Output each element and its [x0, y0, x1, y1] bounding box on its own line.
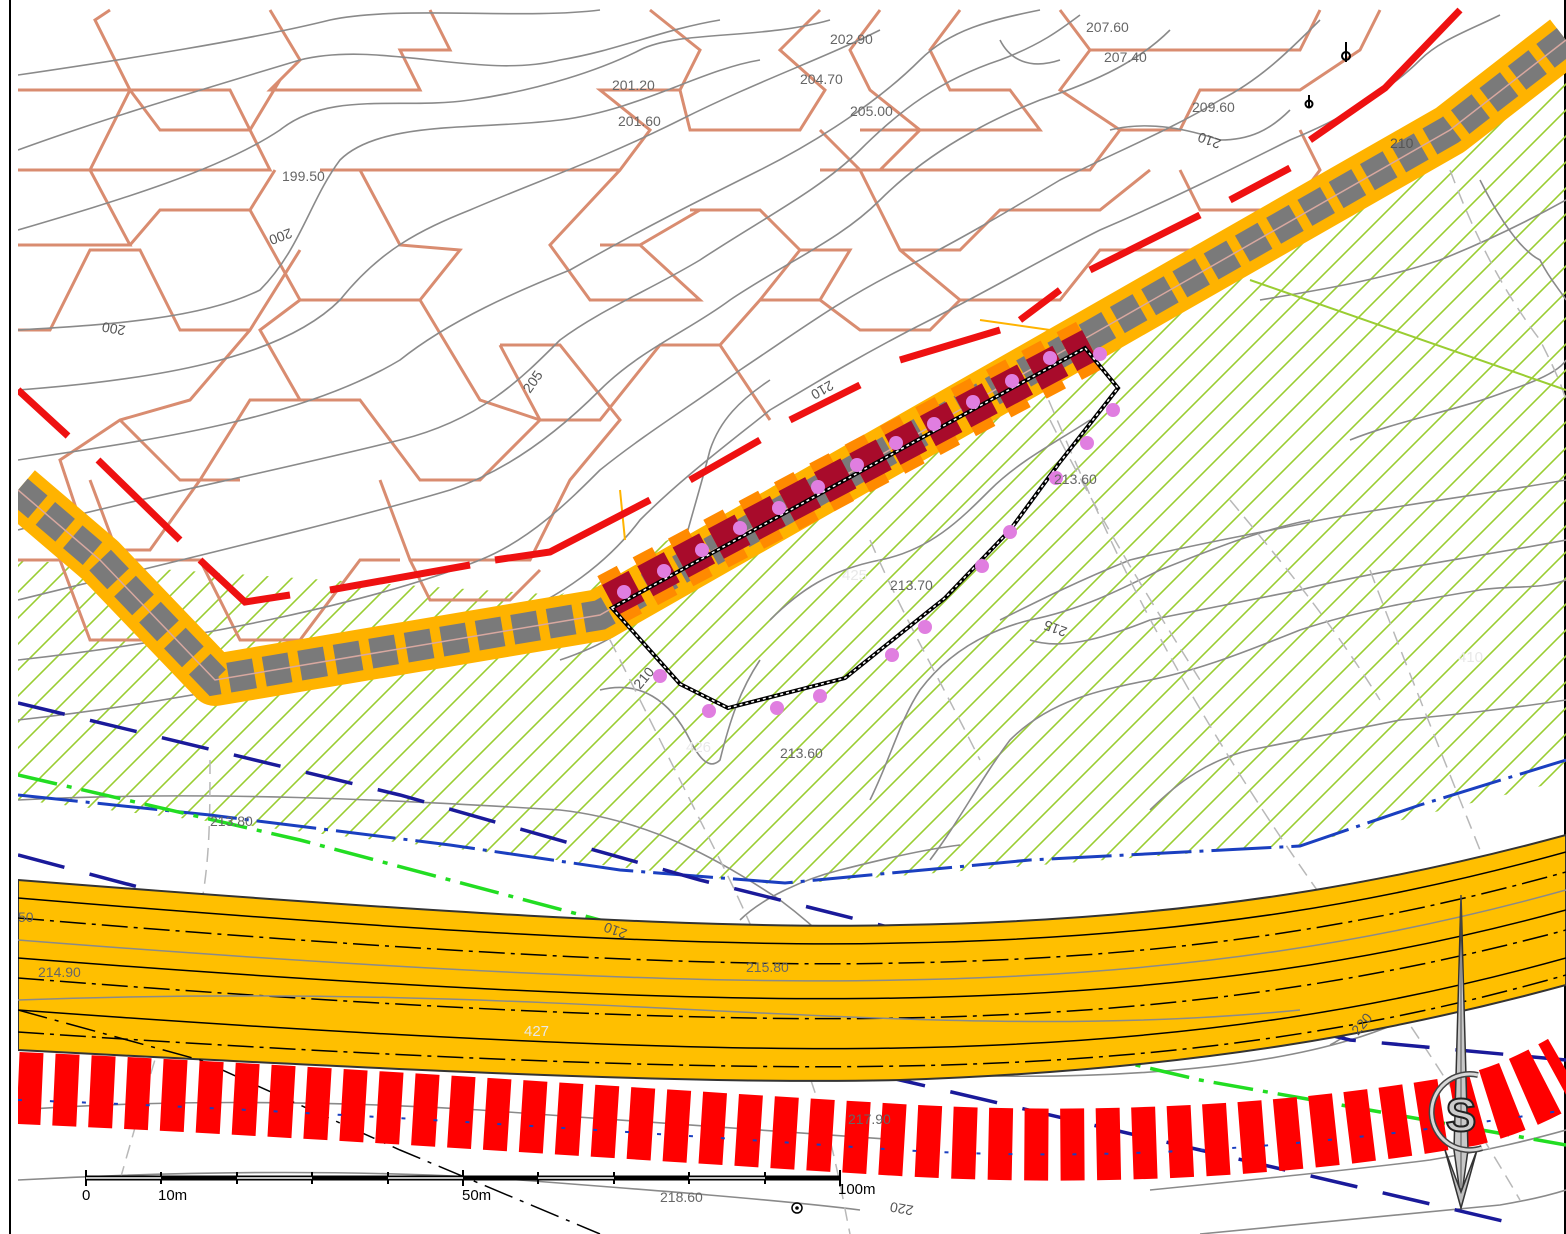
- hatch-line: [18, 70, 793, 885]
- hatch-line: [883, 70, 1566, 885]
- road: [18, 833, 1566, 1082]
- north-arrow-letter: S: [1446, 1089, 1477, 1141]
- contour-label: 200: [101, 319, 127, 339]
- hatch-line: [18, 70, 533, 885]
- scale-label-0: 0: [82, 1187, 90, 1204]
- spot-height: 213.60: [1054, 471, 1097, 487]
- black-dashdot-line: [18, 1009, 601, 1234]
- hatch-line: [909, 70, 1566, 885]
- hatch-line: [1143, 70, 1566, 885]
- hatch-line: [415, 70, 1417, 885]
- contour-label: 210: [1195, 129, 1223, 152]
- hatch-line: [649, 70, 1566, 885]
- hatch-line: [18, 70, 611, 885]
- hatch-line: [805, 70, 1566, 885]
- contour-label: 215: [1041, 617, 1069, 640]
- hatch-line: [1065, 70, 1566, 885]
- edge-fragment-label: 50: [18, 909, 34, 925]
- tree-symbol: [1304, 95, 1314, 109]
- hatch-line: [1117, 70, 1566, 885]
- spot-height: 217.90: [848, 1111, 891, 1127]
- spot-height: 213.80: [210, 813, 253, 829]
- hatch-line: [701, 70, 1566, 885]
- parcel-number: 426: [686, 739, 711, 756]
- contour-label: 210: [1390, 135, 1414, 151]
- contour-label: 200: [267, 225, 295, 248]
- hatch-line: [753, 70, 1566, 885]
- hatch-line: [18, 70, 871, 885]
- parcel-number: 427: [524, 1023, 549, 1040]
- spot-height: 204.70: [800, 71, 843, 87]
- railway: [18, 1038, 1566, 1181]
- hatch-line: [623, 70, 1566, 885]
- blue-dotted-line: [18, 1099, 1566, 1156]
- hatch-line: [779, 70, 1566, 885]
- hatch-line: [25, 70, 1027, 885]
- red-dashed-boundary: [18, 7, 1463, 606]
- spot-height: 199.50: [282, 168, 325, 184]
- spot-height: 201.20: [612, 77, 655, 93]
- contour-label: 210: [601, 919, 629, 942]
- spot-height: 213.60: [780, 745, 823, 761]
- spot-height: 201.60: [618, 113, 661, 129]
- spot-height: 214.90: [38, 964, 81, 980]
- spot-height: 205.00: [850, 103, 893, 119]
- hatch-line: [155, 70, 1157, 885]
- scale-bar: 0 10m 50m 100m: [82, 1170, 876, 1204]
- parcel-boundary-green: [1249, 279, 1566, 391]
- hatch-line: [103, 70, 1105, 885]
- hatch-line: [675, 70, 1566, 885]
- footpath: [18, 19, 1566, 706]
- tree-symbol: [1341, 42, 1351, 62]
- hatch-line: [831, 70, 1566, 885]
- hatch-line: [18, 70, 585, 885]
- hatch-line: [1091, 70, 1566, 885]
- parcel-number: 425: [842, 567, 867, 584]
- hatch-line: [18, 70, 741, 885]
- scale-label-50m: 50m: [462, 1187, 491, 1204]
- spot-height: 207.60: [1086, 19, 1129, 35]
- scale-label-100m: 100m: [838, 1181, 876, 1198]
- hatch-line: [18, 70, 845, 885]
- spot-height: 207.40: [1104, 49, 1147, 65]
- spot-height: 215.80: [746, 959, 789, 975]
- hatch-line: [18, 70, 715, 885]
- point-symbol: [791, 1202, 803, 1214]
- hatch-line: [987, 70, 1566, 885]
- scale-label-10m: 10m: [158, 1187, 187, 1204]
- parcel-number: 410: [1458, 649, 1483, 666]
- hatch-line: [1013, 70, 1566, 885]
- north-arrow: S: [1428, 894, 1483, 1211]
- hatch-line: [857, 70, 1566, 885]
- hatch-line: [207, 70, 1209, 885]
- hatch-line: [727, 70, 1566, 885]
- spot-height: 202.90: [830, 31, 873, 47]
- survey-markers: [617, 347, 1120, 718]
- contour-label: 220: [889, 1199, 915, 1219]
- spot-height: 218.60: [660, 1189, 703, 1205]
- hatch-line: [18, 70, 767, 885]
- hatch-line: [961, 70, 1566, 885]
- hatch-line: [233, 70, 1235, 885]
- spot-height: 213.70: [890, 577, 933, 593]
- spot-height: 209.60: [1192, 99, 1235, 115]
- hatch-line: [18, 70, 507, 885]
- hatch-line: [1039, 70, 1566, 885]
- blue-boundary-line: [18, 758, 1566, 885]
- hatch-line: [467, 70, 1469, 885]
